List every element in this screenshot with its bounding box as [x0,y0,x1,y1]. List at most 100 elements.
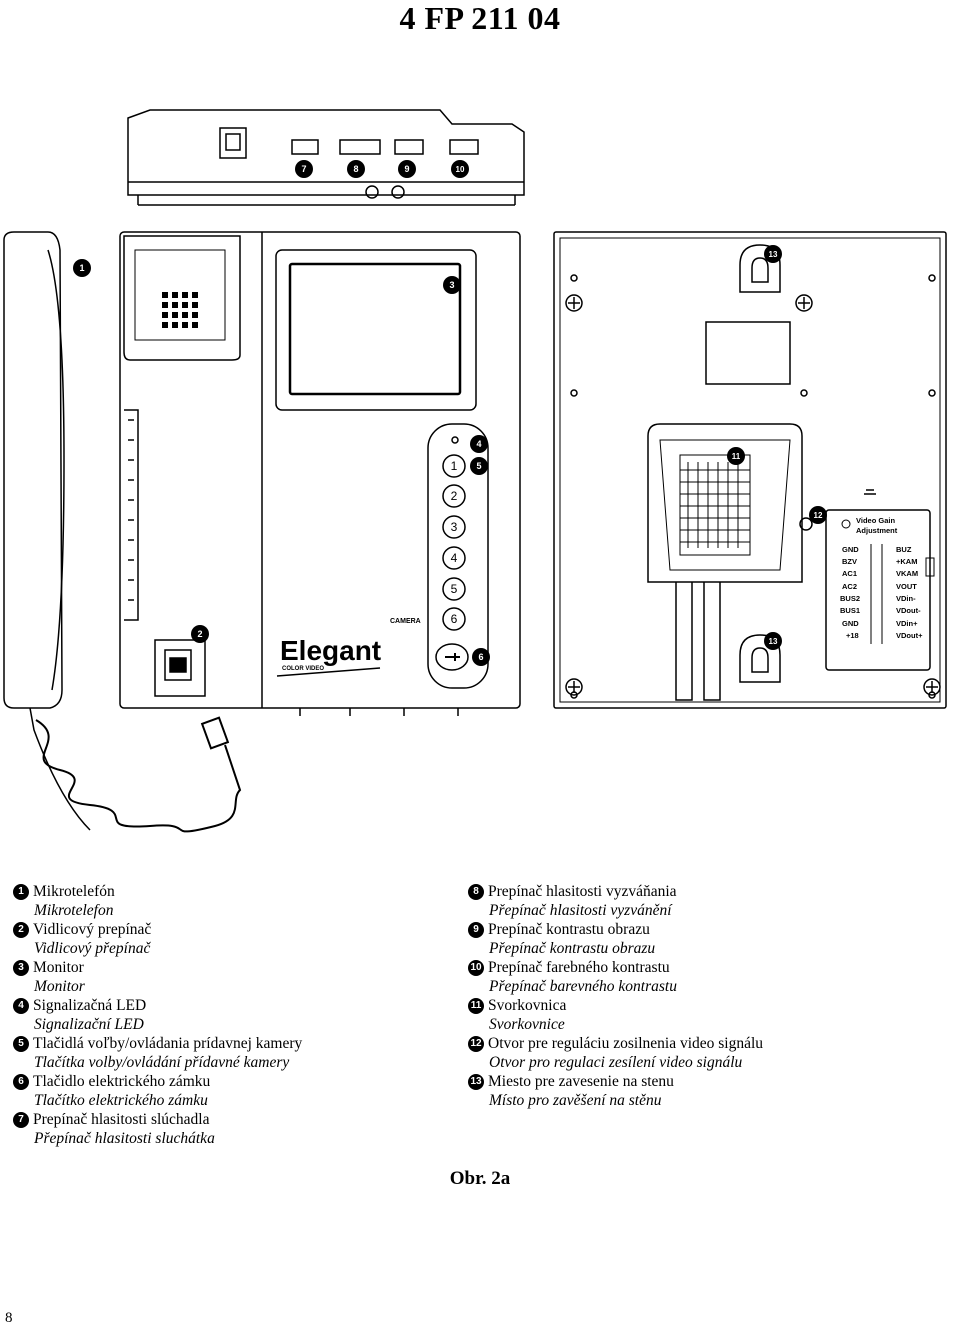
legend-number-badge: 10 [468,959,484,976]
brand-logo: Elegant [280,635,381,666]
marker-13a-label: 13 [769,250,778,259]
legend-label-cz: Vidlicový přepínač [34,940,151,957]
marker-13a: 13 [764,245,782,263]
legend-number-badge: 9 [468,921,484,938]
terminal-left-4: AC2 [842,582,857,591]
marker-10: 10 [451,160,469,178]
marker-3: 3 [443,276,461,294]
marker-3-label: 3 [449,280,454,290]
legend-label-sk: Mikrotelefón [33,883,115,900]
marker-12-label: 12 [814,511,823,520]
legend-number-badge: 12 [468,1035,484,1052]
brand-sub: COLOR VIDEO [282,666,324,672]
marker-7-label: 7 [301,164,306,174]
legend-label-cz: Místo pro zavěšení na stěnu [489,1092,662,1109]
camera-label: CAMERA [390,618,421,625]
terminal-right-2: +KAM [896,557,917,566]
legend-label-sk: Otvor pre reguláciu zosilnenia video sig… [488,1035,764,1052]
legend-number-badge: 3 [13,959,29,976]
terminal-left-3: AC1 [842,569,857,578]
marker-8: 8 [347,160,365,178]
marker-11-label: 11 [732,452,741,461]
marker-1: 1 [73,259,91,277]
figure-caption: Obr. 2a [449,1168,511,1189]
marker-9-label: 9 [404,164,409,174]
terminal-right-6: VDout- [896,606,921,615]
legend-number-badge: 5 [13,1035,29,1052]
device-drawing: 1 2 3 4 5 6 Elegant COLOR VIDEO CAMERA [3,109,947,833]
panel-title-1: Video Gain [856,516,895,525]
legend-label-sk: Prepínač hlasitosti vyzváňania [488,883,677,900]
terminal-right-7: VDin+ [896,619,918,628]
terminal-left-2: BZV [842,557,857,566]
terminal-left-7: GND [842,619,859,628]
button-2: 2 [451,489,458,503]
marker-5: 5 [470,457,488,475]
front-body [119,231,521,716]
legend-label-sk: Tlačidlá voľby/ovládania prídavnej kamer… [33,1035,303,1052]
legend-number-badge: 2 [13,921,29,938]
legend-label-cz: Mikrotelefon [34,902,114,919]
marker-4: 4 [470,435,488,453]
marker-11: 11 [727,447,745,465]
legend-label-cz: Otvor pro regulaci zesílení video signál… [489,1054,743,1071]
marker-5-label: 5 [476,461,481,471]
legend-label-sk: Prepínač farebného kontrastu [488,959,670,976]
marker-13b: 13 [764,632,782,650]
legend-label-sk: Vidlicový prepínač [33,921,152,938]
button-1: 1 [451,459,458,473]
marker-1-label: 1 [79,263,84,273]
legend-label-cz: Svorkovnice [489,1016,565,1033]
terminal-right-8: VDout+ [896,631,923,640]
top-view [127,109,525,206]
legend-label-cz: Přepínač barevného kontrastu [489,978,677,995]
panel-title-2: Adjustment [856,526,898,535]
coil-cord [35,716,242,833]
button-labels: 1 2 3 4 5 6 [451,459,458,626]
legend-label-cz: Tlačítka volby/ovládání přídavné kamery [34,1054,290,1071]
marker-2: 2 [191,625,209,643]
legend-label-sk: Tlačidlo elektrického zámku [33,1073,211,1090]
legend-number-badge: 6 [13,1073,29,1090]
terminal-left-6: BUS1 [840,606,860,615]
legend-label-cz: Přepínač hlasitosti vyzvánění [489,902,672,919]
legend-number-badge: 7 [13,1111,29,1128]
legend-number-badge: 13 [468,1073,484,1090]
marker-12: 12 [809,506,827,524]
button-3: 3 [451,520,458,534]
legend-label-cz: Signalizační LED [34,1016,144,1033]
terminal-right-1: BUZ [896,545,912,554]
legend-label-cz: Tlačítko elektrického zámku [34,1092,208,1109]
terminal-left-5: BUS2 [840,594,860,603]
legend-number-badge: 8 [468,883,484,900]
terminal-left-1: GND [842,545,859,554]
terminal-left-8: +18 [846,631,859,640]
legend-number-badge: 1 [13,883,29,900]
callout-markers: 1 2 3 4 5 6 7 8 9 10 11 12 13 13 [73,160,827,666]
terminal-labels: Video Gain Adjustment GND BZV AC1 AC2 BU… [840,516,923,640]
marker-10-label: 10 [456,165,465,174]
marker-13b-label: 13 [769,637,778,646]
marker-6-label: 6 [478,652,483,662]
button-5: 5 [451,582,458,596]
terminal-right-3: VKAM [896,569,918,578]
speaker-grille [162,292,198,328]
legend-label-cz: Přepínač kontrastu obrazu [489,940,656,957]
legend-label-sk: Prepínač hlasitosti slúchadla [33,1111,210,1128]
legend-label-sk: Prepínač kontrastu obrazu [488,921,650,938]
legend-label-sk: Monitor [33,959,84,976]
marker-8-label: 8 [353,164,358,174]
legend-number-badge: 11 [468,997,484,1014]
button-4: 4 [451,551,458,565]
handset [3,231,91,831]
